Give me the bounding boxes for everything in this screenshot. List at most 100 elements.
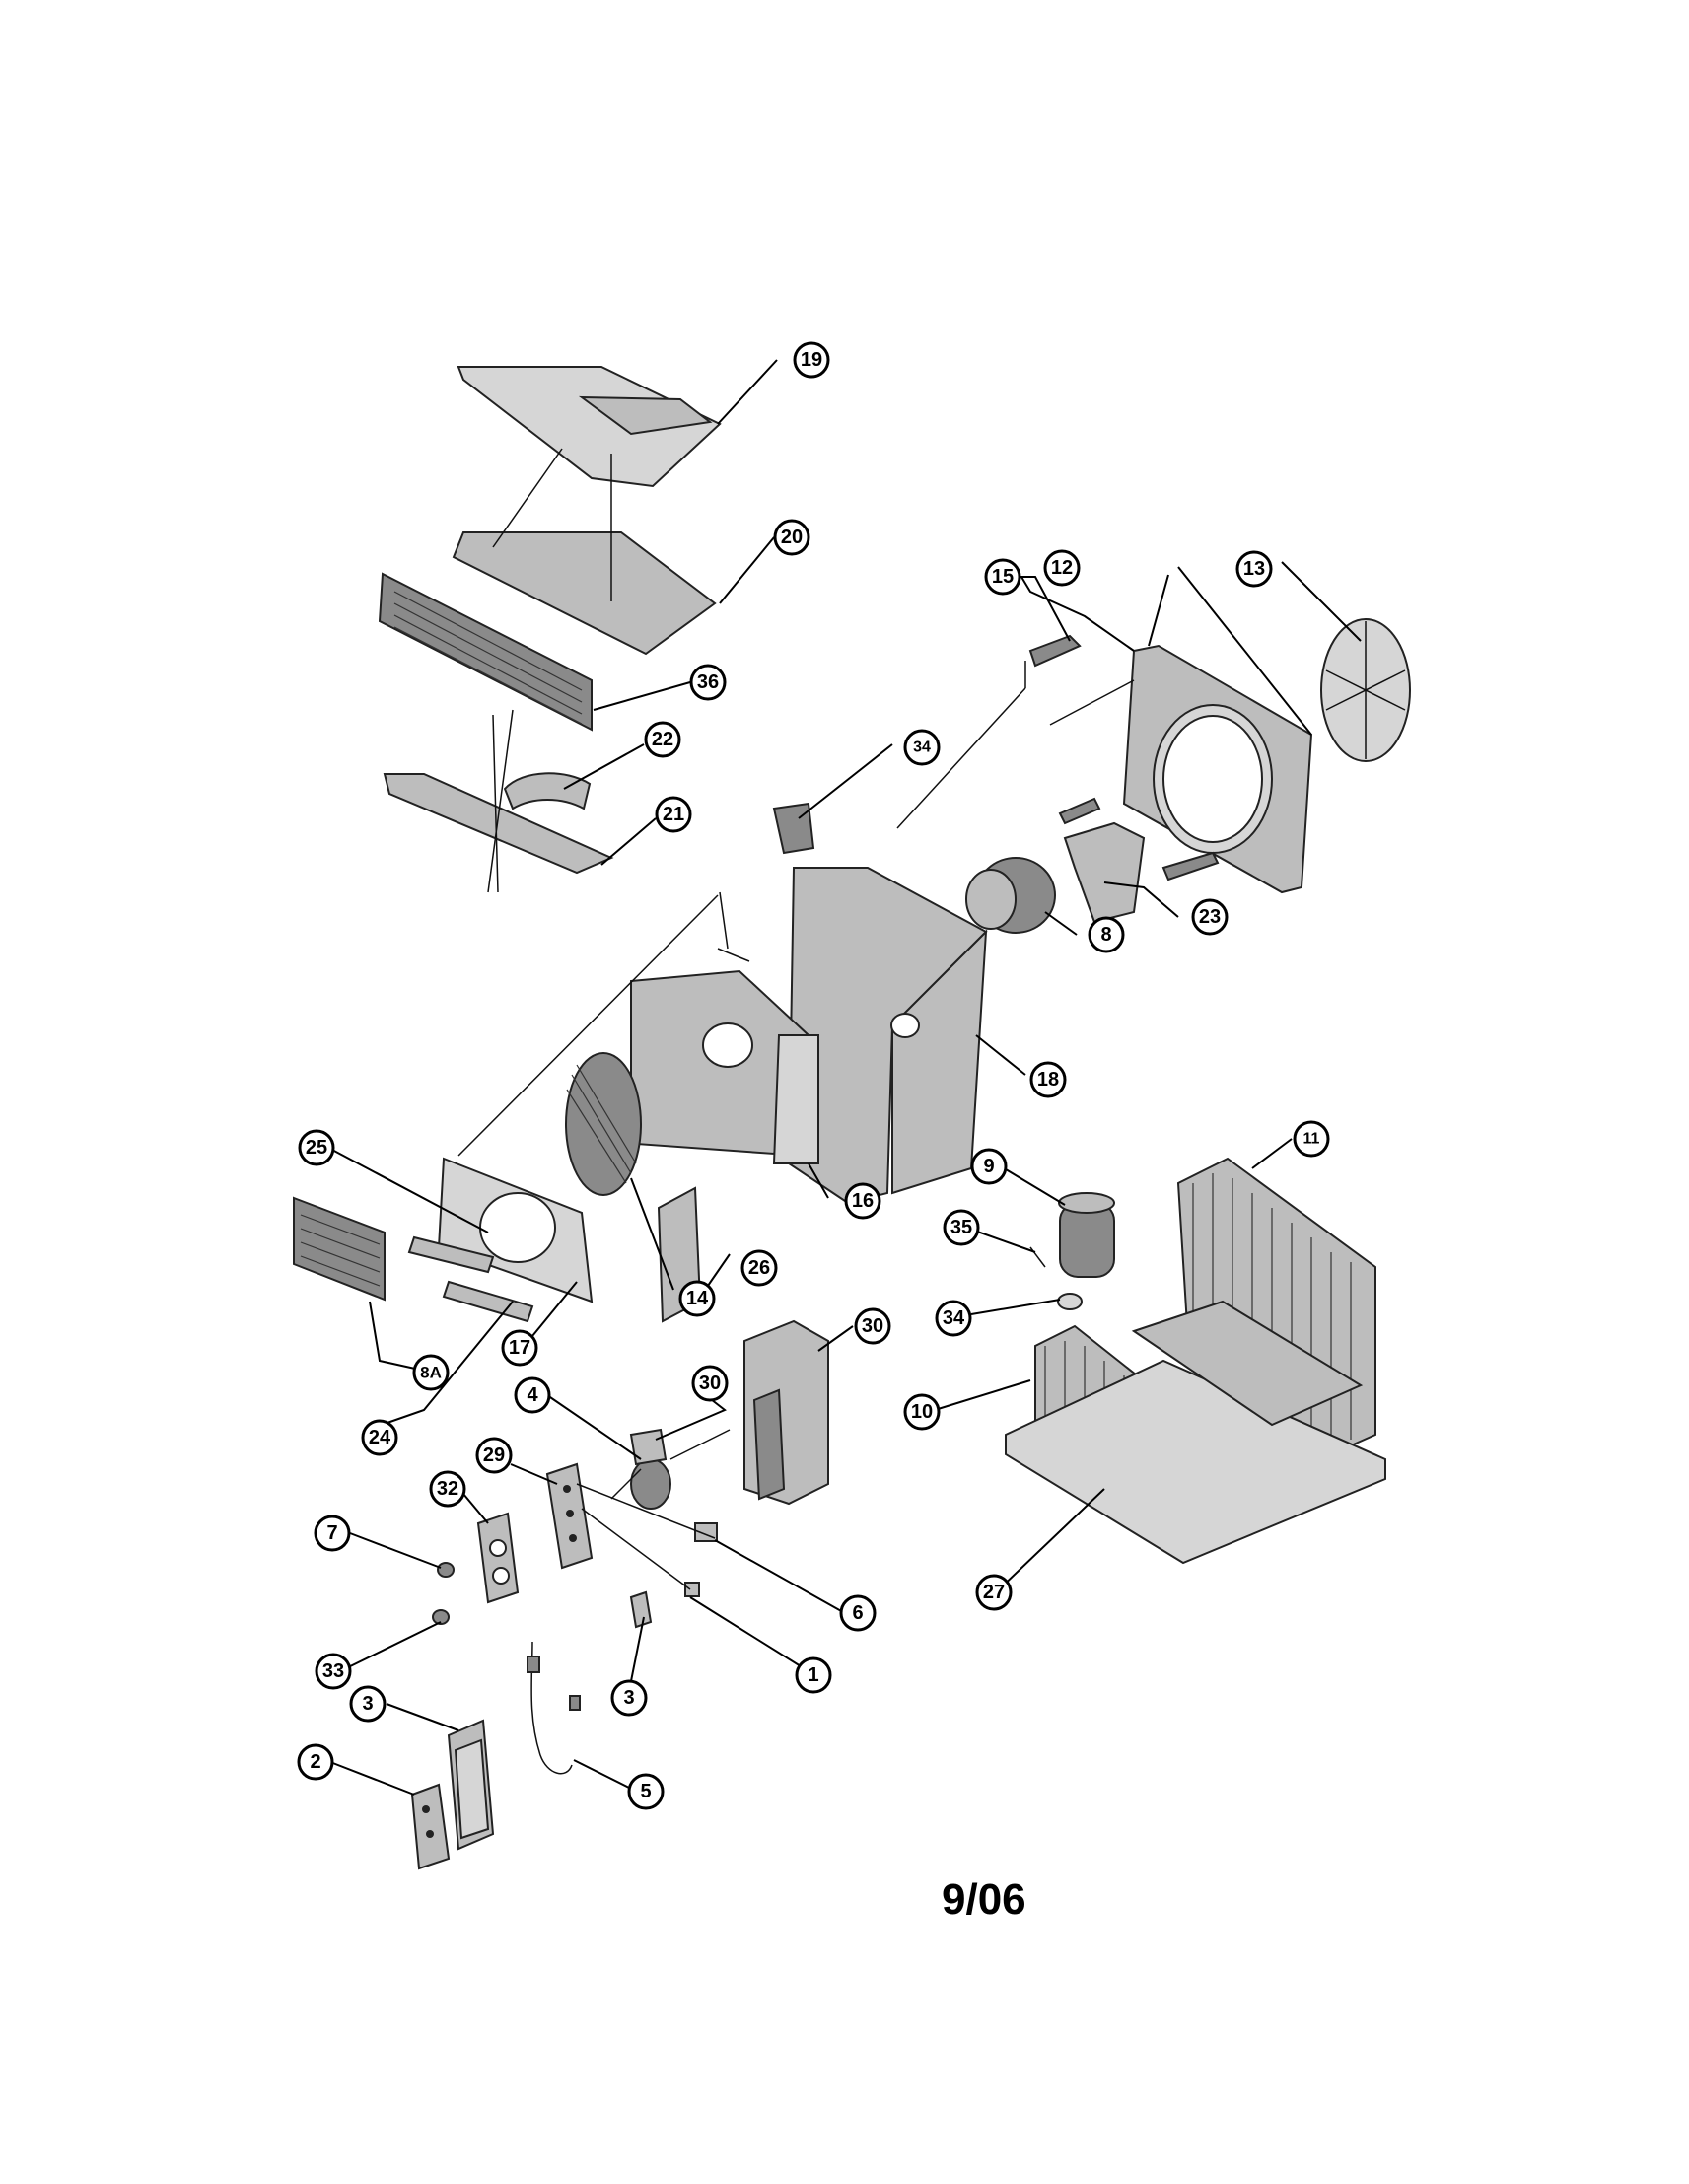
run-capacitor bbox=[629, 1428, 671, 1510]
filter-clip bbox=[503, 772, 592, 810]
revision-date: 9/06 bbox=[942, 1875, 1026, 1924]
outdoor-fan-shroud bbox=[1122, 644, 1313, 894]
callout-33: 33 bbox=[315, 1653, 352, 1690]
callout-23: 23 bbox=[1191, 898, 1229, 936]
coil-support-strips bbox=[407, 1235, 534, 1323]
svg-text:25: 25 bbox=[306, 1137, 327, 1159]
svg-text:12: 12 bbox=[1051, 557, 1073, 579]
svg-text:35: 35 bbox=[950, 1217, 972, 1238]
svg-text:23: 23 bbox=[1199, 906, 1221, 928]
callout-20: 20 bbox=[773, 519, 810, 556]
callout-5: 5 bbox=[627, 1773, 665, 1810]
callout-34: 34 bbox=[903, 729, 941, 766]
svg-text:14: 14 bbox=[686, 1288, 709, 1309]
callout-29: 29 bbox=[475, 1437, 513, 1474]
control-panel-bracket bbox=[545, 1462, 594, 1570]
svg-text:2: 2 bbox=[310, 1751, 320, 1773]
callout-4: 4 bbox=[514, 1376, 551, 1414]
fan-motor bbox=[965, 857, 1056, 934]
svg-text:32: 32 bbox=[437, 1478, 458, 1500]
callout-17: 17 bbox=[501, 1329, 538, 1367]
svg-text:24: 24 bbox=[369, 1427, 391, 1448]
control-wiring-lines bbox=[576, 1429, 731, 1590]
svg-text:17: 17 bbox=[509, 1337, 530, 1359]
callout-11: 11 bbox=[1293, 1120, 1330, 1158]
svg-text:10: 10 bbox=[911, 1401, 933, 1423]
svg-text:30: 30 bbox=[699, 1373, 721, 1394]
callout-15: 15 bbox=[984, 558, 1021, 596]
blower-assembly-lines bbox=[457, 661, 1135, 1157]
svg-text:36: 36 bbox=[697, 671, 719, 693]
front-grille bbox=[378, 572, 593, 732]
svg-text:11: 11 bbox=[1303, 1131, 1320, 1148]
callout-32: 32 bbox=[429, 1470, 466, 1508]
callout-3-left: 3 bbox=[349, 1685, 387, 1723]
svg-text:34: 34 bbox=[913, 740, 931, 756]
callout-8: 8 bbox=[1088, 916, 1125, 953]
svg-text:34: 34 bbox=[943, 1307, 965, 1329]
svg-text:8: 8 bbox=[1100, 924, 1111, 946]
condenser-fan-blade bbox=[1320, 618, 1411, 762]
svg-text:22: 22 bbox=[652, 729, 673, 750]
svg-text:30: 30 bbox=[862, 1315, 883, 1337]
svg-text:16: 16 bbox=[852, 1190, 874, 1212]
svg-text:20: 20 bbox=[781, 527, 803, 548]
callout-19: 19 bbox=[793, 341, 830, 379]
motor-mount-brackets bbox=[1028, 634, 1220, 881]
insulation-panel bbox=[452, 531, 717, 656]
svg-text:6: 6 bbox=[852, 1602, 863, 1624]
callout-8A: 8A bbox=[412, 1354, 450, 1391]
compressor bbox=[1057, 1192, 1115, 1310]
callout-9: 9 bbox=[970, 1148, 1008, 1185]
blower-scroll bbox=[630, 969, 819, 1164]
svg-text:33: 33 bbox=[322, 1660, 344, 1682]
callout-10: 10 bbox=[903, 1393, 941, 1431]
base-pan bbox=[1005, 1300, 1386, 1565]
callout-6: 6 bbox=[839, 1594, 877, 1632]
evaporator-coil bbox=[293, 1196, 386, 1302]
callout-2: 2 bbox=[297, 1743, 334, 1781]
svg-text:4: 4 bbox=[527, 1384, 538, 1406]
callout-13: 13 bbox=[1235, 550, 1273, 588]
svg-text:3: 3 bbox=[623, 1687, 634, 1709]
svg-text:7: 7 bbox=[326, 1522, 337, 1544]
top-cover-panel bbox=[457, 366, 722, 488]
callout-26: 26 bbox=[740, 1249, 778, 1287]
relay-components bbox=[629, 1522, 718, 1629]
callout-30-lower: 30 bbox=[691, 1365, 729, 1402]
svg-text:5: 5 bbox=[640, 1781, 651, 1802]
svg-text:19: 19 bbox=[801, 349, 822, 371]
blower-wheel bbox=[565, 1052, 642, 1196]
callout-16: 16 bbox=[844, 1182, 881, 1220]
control-box-bracket bbox=[743, 1319, 829, 1506]
svg-text:9: 9 bbox=[983, 1156, 994, 1177]
motor-mount-plate bbox=[1063, 821, 1146, 924]
svg-text:1: 1 bbox=[808, 1664, 818, 1686]
panel-assembly-lines bbox=[487, 448, 612, 893]
callout-27: 27 bbox=[975, 1574, 1013, 1611]
callout-1: 1 bbox=[795, 1656, 832, 1694]
svg-text:29: 29 bbox=[483, 1444, 505, 1466]
callout-7: 7 bbox=[314, 1515, 351, 1552]
control-panel-cover bbox=[410, 1783, 451, 1870]
callout-21: 21 bbox=[655, 796, 692, 833]
callout-34-base: 34 bbox=[935, 1300, 972, 1337]
svg-text:21: 21 bbox=[663, 804, 684, 825]
control-knobs bbox=[432, 1562, 455, 1625]
svg-text:18: 18 bbox=[1037, 1069, 1059, 1091]
orifice-plate bbox=[437, 1157, 594, 1303]
svg-text:15: 15 bbox=[992, 566, 1014, 588]
callout-3-right: 3 bbox=[610, 1679, 648, 1717]
callout-12: 12 bbox=[1043, 549, 1081, 587]
callout-25: 25 bbox=[298, 1129, 335, 1166]
svg-text:3: 3 bbox=[362, 1693, 373, 1715]
svg-text:8A: 8A bbox=[420, 1364, 442, 1382]
svg-text:13: 13 bbox=[1243, 558, 1265, 580]
callout-18: 18 bbox=[1029, 1061, 1067, 1098]
leader-lines bbox=[329, 359, 1362, 1796]
power-cord bbox=[527, 1641, 581, 1775]
capacitor-bracket bbox=[772, 802, 815, 855]
callout-22: 22 bbox=[644, 721, 681, 758]
control-plate bbox=[476, 1512, 520, 1604]
